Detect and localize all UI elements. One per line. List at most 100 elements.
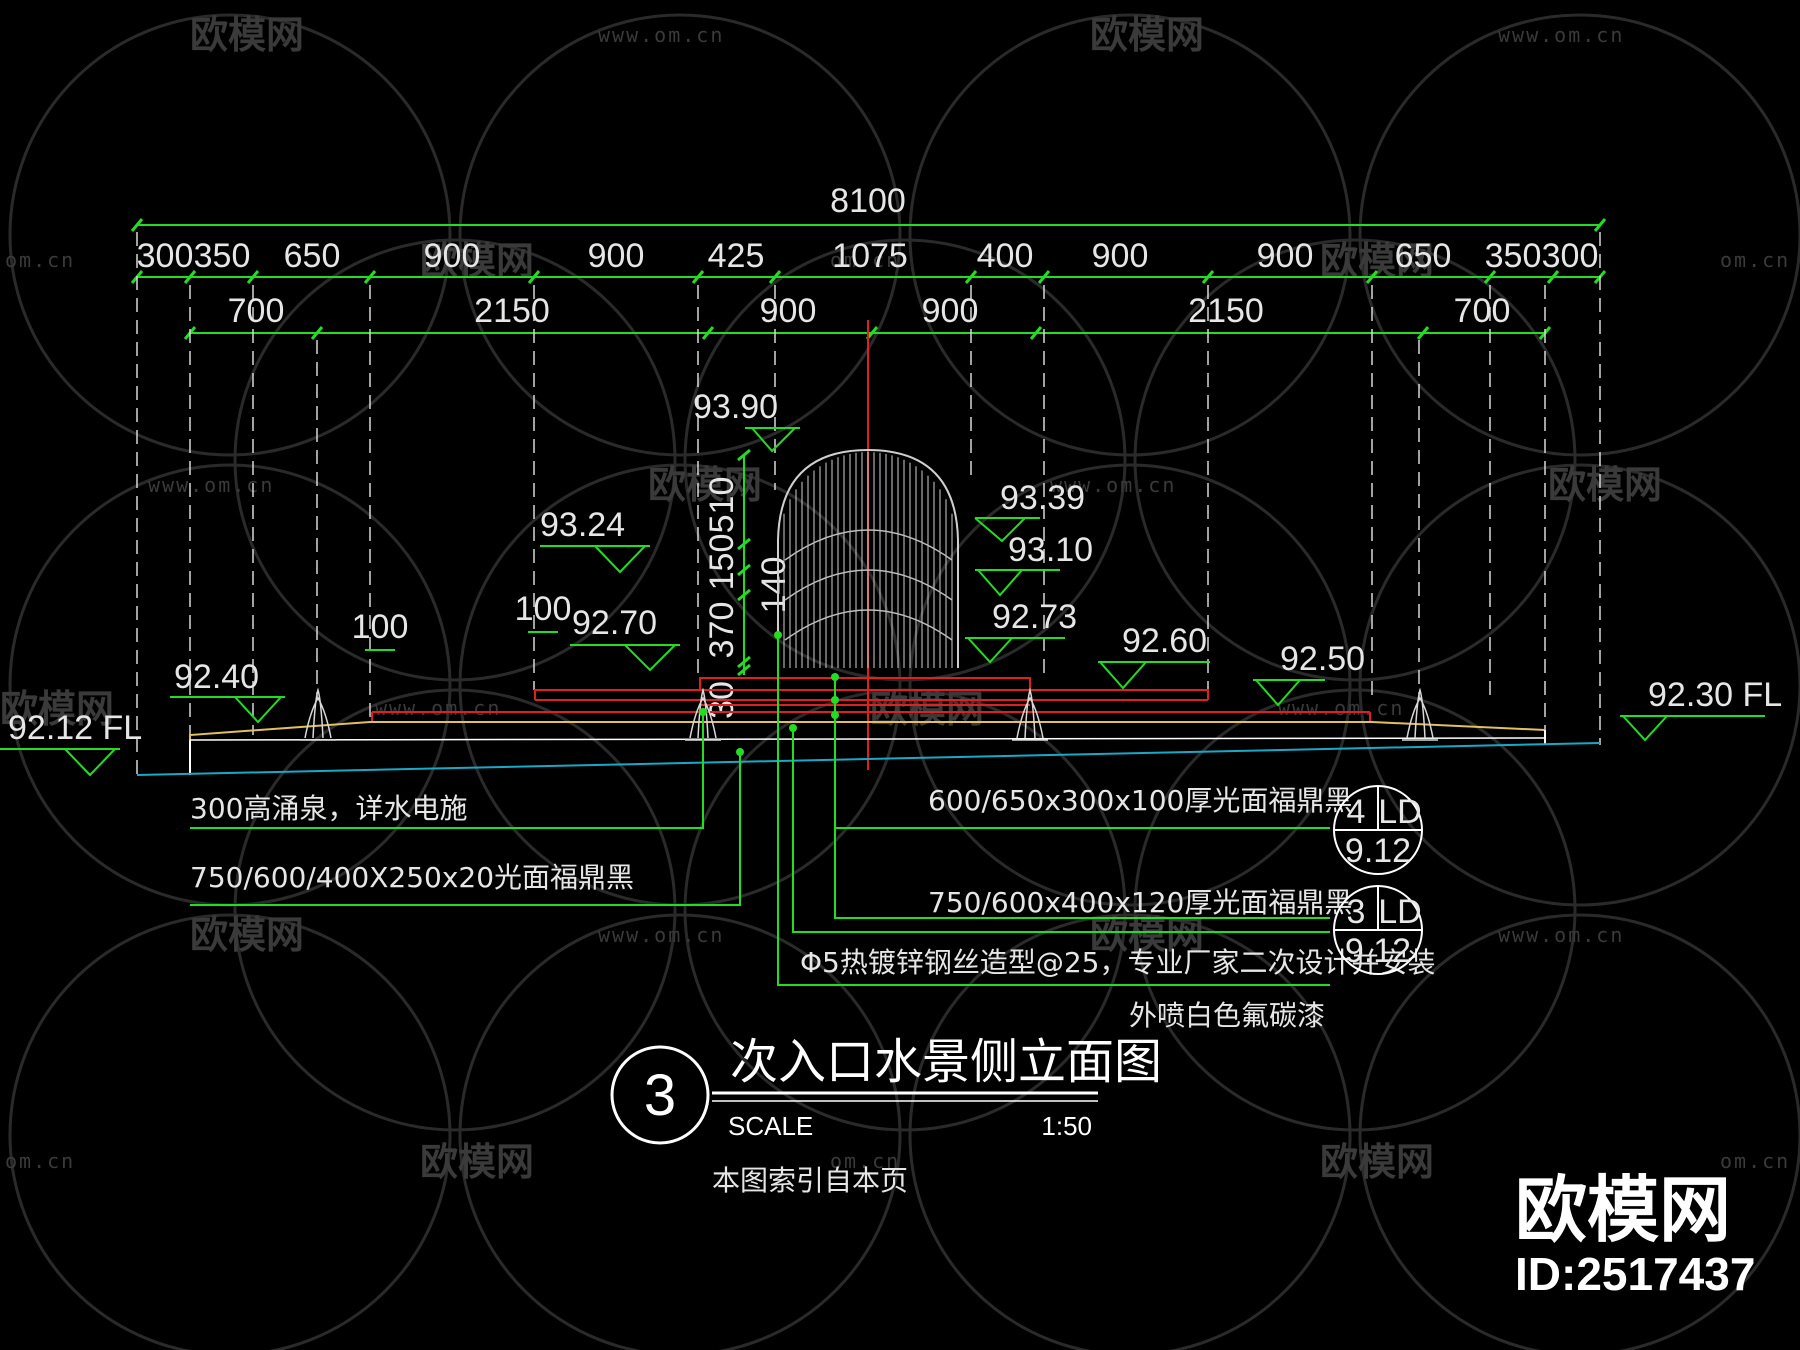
dimension-labels: 8100 300 350 650 900 900 425 1075 400 90… xyxy=(137,182,1599,646)
watermark-url: www.om.cn xyxy=(598,23,724,47)
watermark-logo: 欧模网 xyxy=(1548,463,1662,507)
watermark-logo: 欧模网 xyxy=(0,687,114,731)
elevation-label: 93.90 xyxy=(693,388,778,426)
elevation-label: 93.39 xyxy=(1000,479,1085,517)
elevation-label: 92.60 xyxy=(1122,622,1207,660)
detail-ref-3: 3 LD 9.12 xyxy=(1333,885,1423,975)
elevation-marker-9339 xyxy=(974,517,1040,543)
extension-lines xyxy=(136,232,1601,775)
detail-ref-page: 9.12 xyxy=(1345,932,1411,970)
note-paint: 外喷白色氟碳漆 xyxy=(1129,999,1325,1032)
note-paving: 750/600/400X250x20光面福鼎黑 xyxy=(190,861,634,894)
watermark-url: om.cn xyxy=(5,1149,75,1173)
stepped-basin xyxy=(371,677,1371,723)
small-dimension-lines xyxy=(365,631,558,651)
reference-note: 本图索引自本页 xyxy=(712,1164,908,1197)
elevation-label: 92.12 FL xyxy=(8,709,142,747)
dimension-label: 350 xyxy=(1485,237,1542,275)
elevation-marker-9212 xyxy=(0,748,120,777)
dimension-label: 900 xyxy=(1257,237,1314,275)
watermark-logo: 欧模网 xyxy=(190,913,304,957)
note-step-base: 750/600x400x120厚光面福鼎黑 xyxy=(928,886,1352,919)
detail-ref-sheet: LD xyxy=(1378,893,1421,931)
dimension-label: 650 xyxy=(1395,237,1452,275)
detail-ref-4: 4 LD 9.12 xyxy=(1333,785,1423,875)
watermark-url: www.om.cn xyxy=(598,923,724,947)
note-fountain: 300高涌泉，详水电施 xyxy=(190,792,467,825)
dimension-label: 900 xyxy=(922,292,979,330)
dimension-label: 300 xyxy=(1542,237,1599,275)
brand-logo: 欧模网 xyxy=(1515,1168,1731,1252)
wire-dome-sculpture xyxy=(777,448,959,668)
elevation-markers xyxy=(0,427,1765,777)
dimension-label: 700 xyxy=(228,292,285,330)
elevation-marker-9324 xyxy=(540,545,650,574)
leader-dots xyxy=(699,631,839,756)
elevation-label: 93.10 xyxy=(1008,531,1093,569)
elevation-marker-9240 xyxy=(170,696,285,724)
leader-lines xyxy=(190,635,1330,986)
note-steel: Φ5热镀锌钢丝造型@25，专业厂家二次设计并安装 xyxy=(800,946,1436,979)
elevation-marker-9270 xyxy=(570,644,680,672)
elevation-marker-9273 xyxy=(965,637,1065,664)
elevation-label: 93.24 xyxy=(540,506,625,544)
elevation-marker-9250 xyxy=(1253,679,1325,707)
detail-ref-sheet: LD xyxy=(1378,793,1421,831)
detail-ref-number: 3 xyxy=(1347,893,1366,931)
dimension-label: 900 xyxy=(1092,237,1149,275)
watermark-logo: 欧模网 xyxy=(420,1140,534,1184)
note-step-top: 600/650x300x100厚光面福鼎黑 xyxy=(928,784,1352,817)
watermark-url: om.cn xyxy=(830,248,900,272)
title-number: 3 xyxy=(644,1063,676,1128)
watermark-url: om.cn xyxy=(5,248,75,272)
vertical-dimension-label: 150 xyxy=(703,534,741,591)
elevation-label: 92.50 xyxy=(1280,640,1365,678)
dimension-label: 300 xyxy=(137,237,194,275)
dimension-label: 2150 xyxy=(474,292,550,330)
dimension-label: 650 xyxy=(284,237,341,275)
dimension-label: 100 xyxy=(352,608,409,646)
dimension-label: 400 xyxy=(977,237,1034,275)
elevation-label: 92.30 FL xyxy=(1648,676,1782,714)
dimension-label: 700 xyxy=(1454,292,1511,330)
watermark-texts: 欧模网 www.om.cn 欧模网 www.om.cn om.cn 欧模网 om… xyxy=(0,13,1790,1184)
watermark-url: www.om.cn xyxy=(148,473,274,497)
annotation-notes: 300高涌泉，详水电施 750/600/400X250x20光面福鼎黑 600/… xyxy=(190,784,1436,1032)
drawing-title: 次入口水景侧立面图 xyxy=(730,1034,1162,1090)
watermark-url: www.om.cn xyxy=(375,696,501,720)
scale-label: SCALE xyxy=(728,1111,813,1141)
watermark-url: www.om.cn xyxy=(1050,473,1176,497)
watermark-url: www.om.cn xyxy=(1498,923,1624,947)
watermark-url: om.cn xyxy=(830,1149,900,1173)
dimension-label: 900 xyxy=(588,237,645,275)
vertical-dimension-label: 140 xyxy=(755,557,793,614)
watermark-url: om.cn xyxy=(1720,248,1790,272)
dimension-label: 425 xyxy=(708,237,765,275)
dimension-label: 350 xyxy=(194,237,251,275)
elevation-label: 92.70 xyxy=(572,604,657,642)
watermark-logo: 欧模网 xyxy=(1090,913,1204,957)
watermark-logo: 欧模网 xyxy=(1090,13,1204,57)
watermark-logo: 欧模网 xyxy=(1320,1140,1434,1184)
watermark-logo: 欧模网 xyxy=(1320,239,1434,283)
watermark-logo: 欧模网 xyxy=(870,687,984,731)
vertical-dimension-label: 370 xyxy=(703,602,741,659)
small-fountains xyxy=(300,687,1438,741)
elevation-label: 92.40 xyxy=(174,658,259,696)
watermark-logo: 欧模网 xyxy=(420,239,534,283)
elevation-marker-9310 xyxy=(975,569,1060,597)
elevation-marker-9260 xyxy=(1098,661,1210,690)
overall-dimension-label: 8100 xyxy=(830,182,906,220)
dimension-label: 900 xyxy=(424,237,481,275)
dimension-label: 1075 xyxy=(832,237,908,275)
elevation-labels: 93.90 93.39 93.24 93.10 92.73 92.70 92.6… xyxy=(8,388,1782,747)
title-block: 3 次入口水景侧立面图 SCALE 1:50 本图索引自本页 xyxy=(610,1034,1162,1197)
elevation-marker-9230 xyxy=(1620,715,1765,742)
detail-ref-page: 9.12 xyxy=(1345,832,1411,870)
elevation-label: 92.73 xyxy=(992,598,1077,636)
dimension-label: 100 xyxy=(515,590,572,628)
brand-watermark: 欧模网 ID:2517437 xyxy=(1515,1168,1755,1300)
watermark-logo: 欧模网 xyxy=(190,13,304,57)
detail-ref-number: 4 xyxy=(1347,793,1366,831)
scale-value: 1:50 xyxy=(1041,1111,1092,1141)
